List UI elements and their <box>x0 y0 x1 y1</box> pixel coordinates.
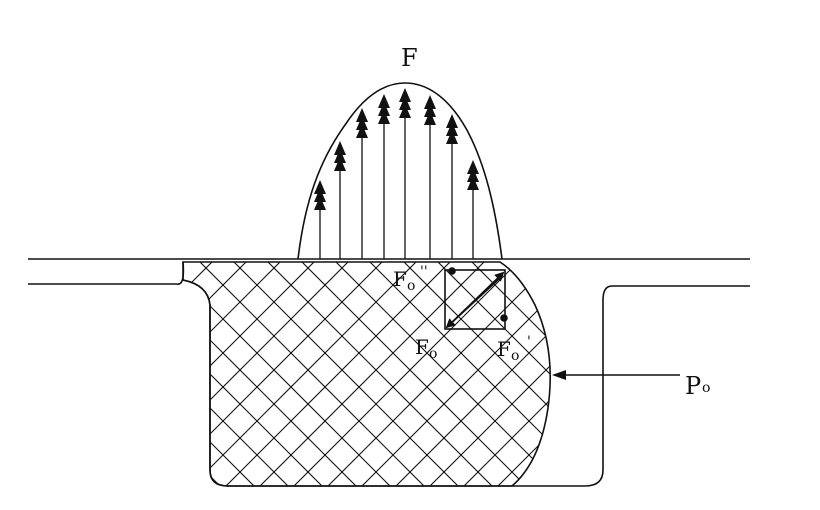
pressure-distribution <box>297 82 503 260</box>
hatch-line-a <box>183 262 269 486</box>
hatch-line-b <box>347 262 551 486</box>
material-outline <box>182 261 552 487</box>
hatch-line-b <box>211 262 473 486</box>
hatch-line-b <box>483 262 551 486</box>
pressure-arrow-head <box>356 124 368 138</box>
pressure-arrow-head <box>378 94 390 108</box>
vertex-dot-top-left <box>448 267 456 275</box>
pressure-arrow-head <box>334 141 346 155</box>
pressure-arrow-head <box>314 196 326 210</box>
svg-text:F: F <box>415 335 429 359</box>
svg-text:P: P <box>685 372 701 400</box>
svg-text:o: o <box>702 380 710 396</box>
hatch-line-b <box>279 262 541 486</box>
hatch-line-a <box>654 240 820 500</box>
hatch-line-b <box>517 262 551 486</box>
hatch-line-b <box>688 240 820 500</box>
hatch-line-b <box>552 240 812 500</box>
svg-text:F: F <box>393 267 407 291</box>
pressure-arrow-head <box>399 88 411 102</box>
pressure-arrow-head <box>424 111 436 125</box>
pressure-arrow-head <box>378 102 390 116</box>
hatch-line-a <box>688 240 820 500</box>
hatch-line-b <box>415 262 551 486</box>
svg-text:F: F <box>497 337 511 361</box>
hatch-line-a <box>756 240 820 500</box>
hatch-line-b <box>183 262 201 486</box>
pressure-arrow-head <box>446 122 458 136</box>
pressure-arrow-head <box>446 114 458 128</box>
die-cavity-outline <box>176 261 613 487</box>
hatch-line-a <box>0 240 98 500</box>
hatch-line-a <box>183 262 235 486</box>
hatch-line-b <box>245 262 507 486</box>
hatch-line-a <box>183 262 201 486</box>
hatch-line-a <box>0 240 166 500</box>
label-Fo-prime: F o ' <box>497 334 531 364</box>
hatch-line-b <box>0 240 98 500</box>
sheet-metal <box>28 258 750 287</box>
hatch-line-a <box>722 240 820 500</box>
pressure-arrow-head <box>399 104 411 118</box>
hatch-line-b <box>183 262 439 486</box>
pressure-arrow-head <box>424 103 436 117</box>
hatch-line-b <box>183 262 235 486</box>
pressure-arrow-head <box>378 110 390 124</box>
svg-text:o: o <box>511 348 519 364</box>
hatch-line-a <box>620 240 820 500</box>
hatch-line-a <box>0 240 64 500</box>
hatch-line-a <box>183 262 303 486</box>
hatch-line-a <box>0 240 132 500</box>
force-rectangle <box>444 269 506 330</box>
hatch-line-b <box>0 240 132 500</box>
hatch-line-b <box>449 262 551 486</box>
hatch-line-b <box>183 262 371 486</box>
svg-text:o: o <box>429 346 437 362</box>
pressure-arrow-head <box>446 130 458 144</box>
hatch-line-b <box>654 240 820 500</box>
hatch-line-b <box>586 240 820 500</box>
hatch-line-b <box>722 240 820 500</box>
force-vector-box <box>444 267 508 330</box>
po-indicator <box>552 370 680 380</box>
pressure-arrow-head <box>467 176 479 190</box>
svg-text:': ' <box>527 334 531 350</box>
vertex-dot-bottom-right <box>500 314 508 322</box>
hatch-line-b <box>0 240 166 500</box>
hatch-line-b <box>381 262 551 486</box>
pressure-arrow-head <box>314 188 326 202</box>
hatch-line-b <box>0 240 30 500</box>
hatch-line-b <box>790 240 820 500</box>
hatch-line-a <box>586 240 820 500</box>
svg-text:o: o <box>407 278 415 294</box>
hatch-line-a <box>552 240 812 500</box>
hatch-line-b <box>620 240 820 500</box>
label-Fo: F o <box>415 335 437 362</box>
pressure-envelope-curve <box>297 82 503 260</box>
hatch-line-b <box>0 240 64 500</box>
pressure-arrow-head <box>314 180 326 194</box>
hatch-line-b <box>183 262 269 486</box>
po-arrow-head <box>552 370 566 380</box>
hatch-line-a <box>517 262 551 486</box>
pressure-arrow-head <box>334 149 346 163</box>
pressure-arrow-head <box>399 96 411 110</box>
label-Po: P o <box>685 372 710 400</box>
hatch-line-a <box>790 240 820 500</box>
label-F: F <box>401 44 418 72</box>
pressure-arrow-head <box>467 160 479 174</box>
pressure-arrow-head <box>424 95 436 109</box>
resultant-force-vector-reverse <box>445 277 501 329</box>
pressure-arrow-head <box>356 116 368 130</box>
pressure-arrow-head <box>334 157 346 171</box>
svg-text:'': '' <box>420 264 428 280</box>
hatch-line-a <box>0 240 30 500</box>
hatch-line-b <box>756 240 820 500</box>
pressure-arrow-head <box>467 168 479 182</box>
pressure-arrow-head <box>356 108 368 122</box>
label-Fo-double-prime: F o '' <box>393 264 428 294</box>
hatch-line-b <box>183 262 303 486</box>
